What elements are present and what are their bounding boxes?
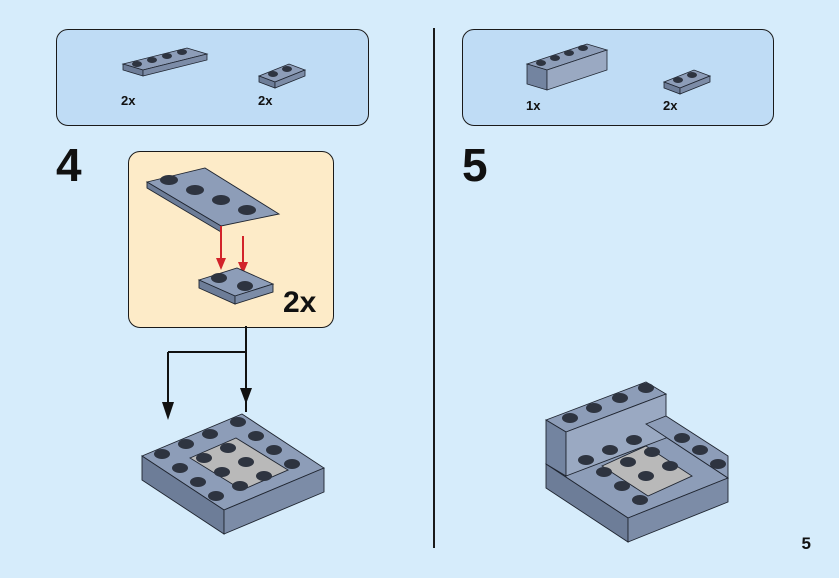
step4-subassembly-callout: 2x — [128, 151, 334, 328]
step4-model-icon — [141, 413, 325, 535]
red-arrow-icon — [216, 226, 248, 274]
brick-1x4-icon — [525, 43, 609, 91]
step5-model-icon — [544, 381, 729, 543]
subassembly-plate-1x4 — [145, 167, 281, 233]
subassembly-multiplier: 2x — [283, 286, 317, 319]
subassembly-plate-1x2 — [197, 267, 275, 305]
step5-parts-callout: 1x 2x — [462, 29, 774, 126]
plate-1x2-icon — [662, 69, 712, 95]
plate-1x4-icon — [121, 47, 209, 77]
step4-parts-callout: 2x 2x — [56, 29, 369, 126]
connector-arrow-icon — [162, 326, 252, 420]
step4-number: 4 — [56, 139, 82, 191]
step4-part2-quantity: 2x — [258, 93, 273, 108]
step4-part1-quantity: 2x — [121, 93, 136, 108]
page-number: 5 — [801, 534, 811, 553]
step5-part2-quantity: 2x — [663, 98, 678, 113]
step5-number: 5 — [462, 139, 488, 191]
step-divider — [433, 28, 435, 548]
plate-1x2-icon — [257, 63, 307, 89]
step5-part1-quantity: 1x — [526, 98, 541, 113]
